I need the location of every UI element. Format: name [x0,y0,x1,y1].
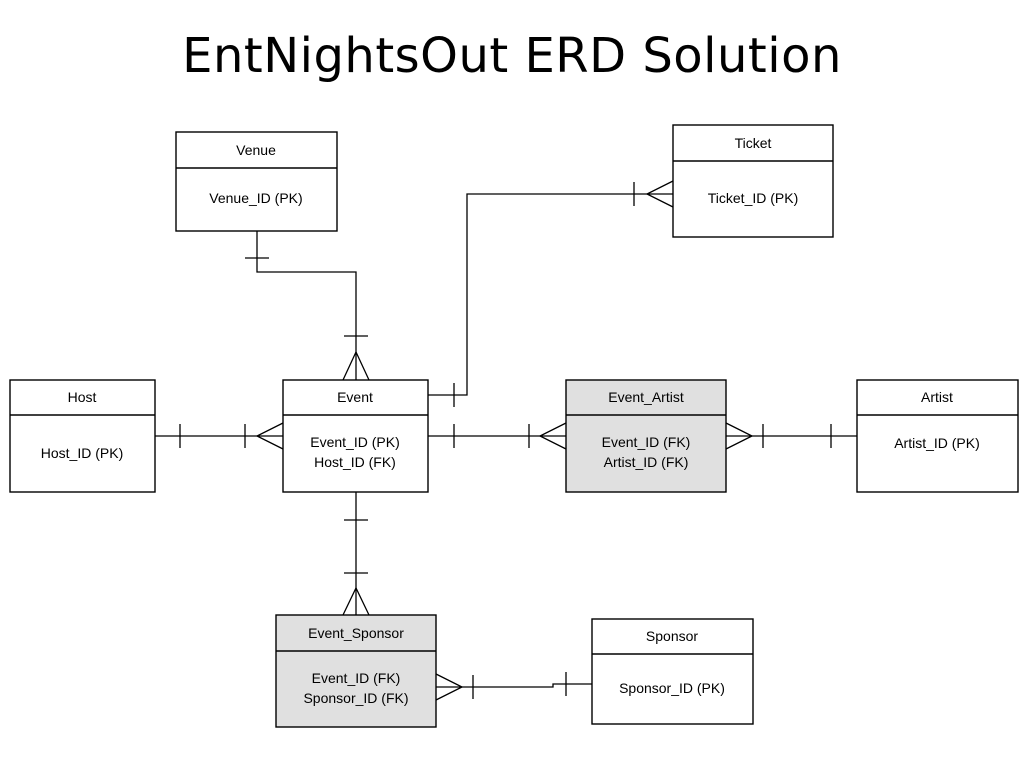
relationship-venue-event [245,231,370,381]
relationship-event-eventartist [428,422,567,450]
relationship-artist-eventartist [725,422,857,450]
entity-host-attribute: Host_ID (PK) [41,445,123,461]
relationship-sponsor-eventsponsor [435,672,592,701]
entity-ticket-name: Ticket [735,135,772,151]
entity-event-sponsor-name: Event_Sponsor [308,625,404,641]
entity-artist-box [856,379,1019,493]
entity-event-box [282,379,429,493]
entity-event-attribute: Event_ID (PK) [310,434,399,450]
entity-venue-name: Venue [236,142,276,158]
relationship-host-event [155,422,284,450]
entity-event-artist-attribute: Event_ID (FK) [602,434,691,450]
entity-event-name: Event [337,389,373,405]
entity-ticket: Ticket Ticket_ID (PK) [672,124,834,238]
slide-title: EntNightsOut ERD Solution [182,28,842,84]
entity-event-attribute: Host_ID (FK) [314,454,396,470]
entity-host-name: Host [68,389,97,405]
entity-venue: Venue Venue_ID (PK) [175,131,338,232]
entity-event-artist-attribute: Artist_ID (FK) [604,454,689,470]
entity-sponsor-box [591,618,754,725]
entity-sponsor-name: Sponsor [646,628,698,644]
entity-event-artist: Event_Artist Event_ID (FK) Artist_ID (FK… [565,379,727,493]
entity-ticket-attribute: Ticket_ID (PK) [708,190,799,206]
relationship-event-eventsponsor [342,492,370,616]
entity-event-sponsor-box [275,614,437,728]
entity-event: Event Event_ID (PK) Host_ID (FK) [282,379,429,493]
entity-sponsor-attribute: Sponsor_ID (PK) [619,680,725,696]
entity-artist: Artist Artist_ID (PK) [856,379,1019,493]
entity-host-box [9,379,156,493]
entity-event-sponsor-attribute: Event_ID (FK) [312,670,401,686]
entity-artist-name: Artist [921,389,953,405]
entity-event-artist-box [565,379,727,493]
entity-event-sponsor-attribute: Sponsor_ID (FK) [303,690,408,706]
entity-sponsor: Sponsor Sponsor_ID (PK) [591,618,754,725]
entity-event-sponsor: Event_Sponsor Event_ID (FK) Sponsor_ID (… [275,614,437,728]
entity-event-artist-name: Event_Artist [608,389,684,405]
entity-ticket-box [672,124,834,238]
entity-venue-box [175,131,338,232]
entity-artist-attribute: Artist_ID (PK) [894,435,980,451]
relationships [155,180,857,701]
entity-venue-attribute: Venue_ID (PK) [209,190,302,206]
entity-host: Host Host_ID (PK) [9,379,156,493]
relationship-event-ticket [428,180,674,407]
